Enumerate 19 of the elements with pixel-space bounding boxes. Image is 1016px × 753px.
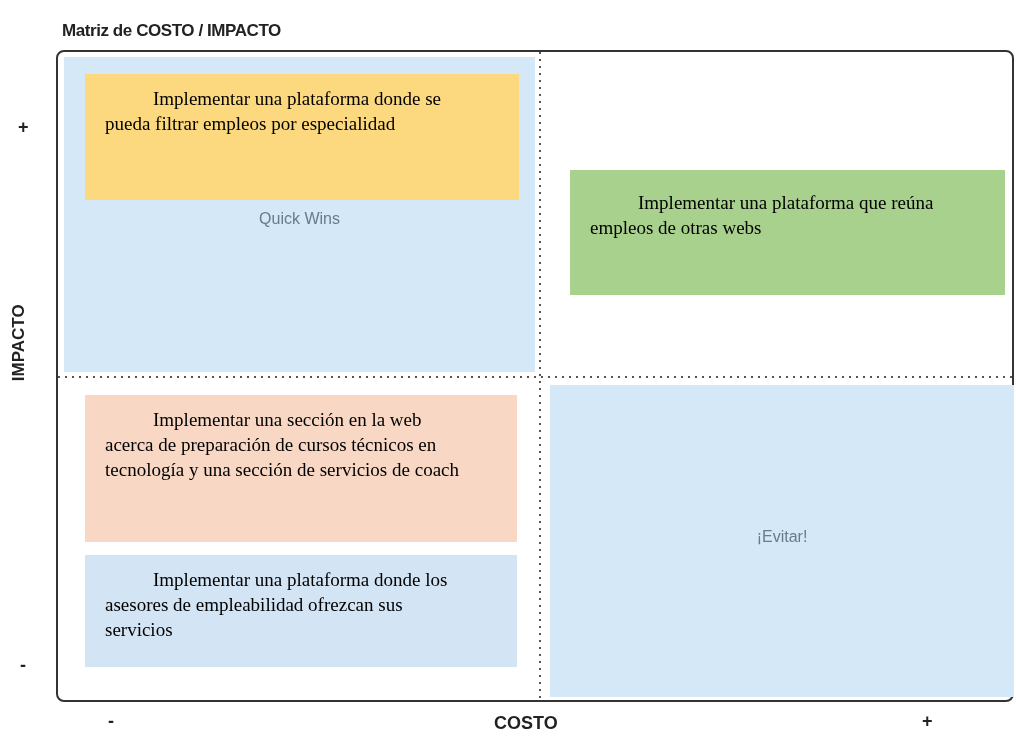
idea-card (85, 74, 519, 200)
idea-text: Implementar una plataforma donde los asesores de empleabilidad ofrezcan sus servicios (105, 568, 449, 642)
idea-card (85, 395, 517, 542)
quadrant-panel (64, 57, 535, 372)
axis-sign: + (18, 116, 29, 139)
idea-text: Implementar una plataforma donde se pueda filtrar empleos por especialidad (105, 87, 443, 136)
quadrant-label: Quick Wins (258, 209, 341, 229)
idea-text: Implementar una plataforma que reúna empleos de otras webs (590, 191, 935, 240)
idea-card (85, 555, 517, 667)
title: Matriz de COSTO / IMPACTO (62, 20, 281, 42)
axis-sign: - (20, 654, 26, 677)
idea-card (570, 170, 1005, 295)
axis-label: IMPACTO (7, 304, 29, 382)
axis-sign: + (922, 710, 933, 733)
quadrant-label: ¡Evitar! (755, 527, 809, 547)
axis-label: COSTO (494, 712, 558, 735)
idea-text: Implementar una sección en la web acerca de preparación de cursos técnicos en tecnología y una sección de servicios de coach (105, 408, 460, 482)
quadrant-panel (550, 385, 1014, 697)
axis-sign: - (108, 710, 114, 733)
